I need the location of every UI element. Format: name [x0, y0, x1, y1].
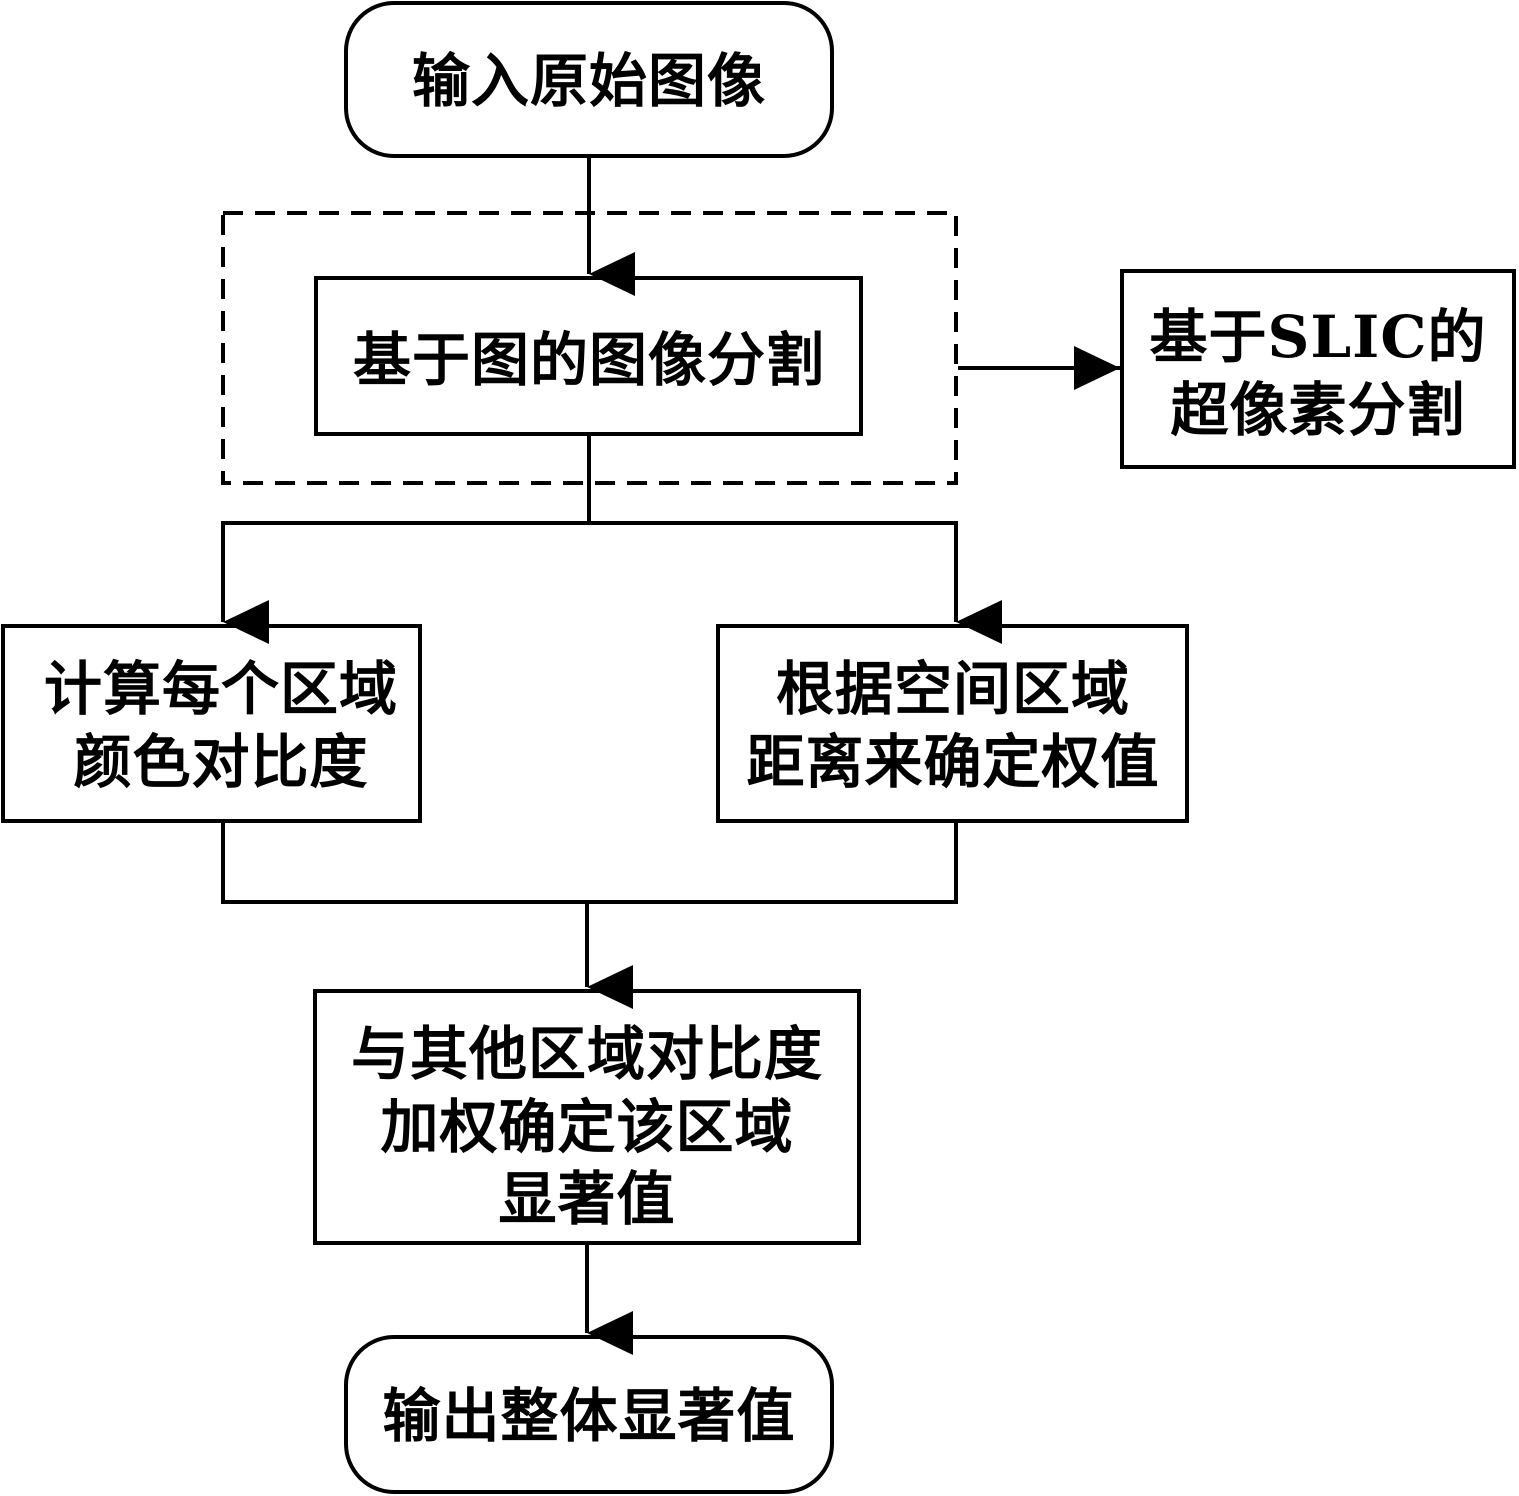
region-saliency-node-label-line-2: 加权确定该区域	[380, 1093, 793, 1161]
slic-superpixel-node-label-line-2: 超像素分割	[1170, 376, 1465, 444]
start-node: 输入原始图像	[344, 1, 834, 158]
region-saliency-node: 与其他区域对比度 加权确定该区域 显著值	[313, 989, 861, 1245]
graph-segmentation-node-label: 基于图的图像分割	[353, 326, 825, 394]
graph-segmentation-node: 基于图的图像分割	[314, 276, 863, 436]
color-contrast-node-box	[1, 624, 422, 823]
region-saliency-node-label-line-1: 与其他区域对比度	[351, 1020, 823, 1088]
slic-superpixel-node: 基于SLIC的 超像素分割	[1120, 269, 1516, 469]
start-node-label: 输入原始图像	[412, 47, 766, 115]
output-node-label: 输出整体显著值	[382, 1382, 795, 1450]
spatial-weight-node: 根据空间区域 距离来确定权值	[716, 624, 1189, 823]
graph-segmentation-node-box	[314, 276, 863, 436]
region-saliency-node-box	[313, 989, 861, 1245]
output-node: 输出整体显著值	[344, 1335, 834, 1494]
slic-superpixel-node-box	[1120, 269, 1516, 469]
slic-superpixel-node-label-line-1: 基于SLIC的	[1150, 303, 1487, 371]
spatial-weight-node-box	[716, 624, 1189, 823]
region-saliency-node-label-line-3: 显著值	[498, 1165, 675, 1233]
edges	[221, 158, 1120, 1355]
color-contrast-node-label-line-1: 计算每个区域	[44, 655, 398, 723]
spatial-weight-node-label-line-1: 根据空间区域	[776, 655, 1130, 723]
color-contrast-node: 计算每个区域 颜色对比度	[1, 624, 422, 823]
color-contrast-node-label-line-2: 颜色对比度	[73, 728, 368, 796]
start-node-box	[344, 1, 834, 158]
spatial-weight-node-label-line-2: 距离来确定权值	[746, 728, 1159, 796]
